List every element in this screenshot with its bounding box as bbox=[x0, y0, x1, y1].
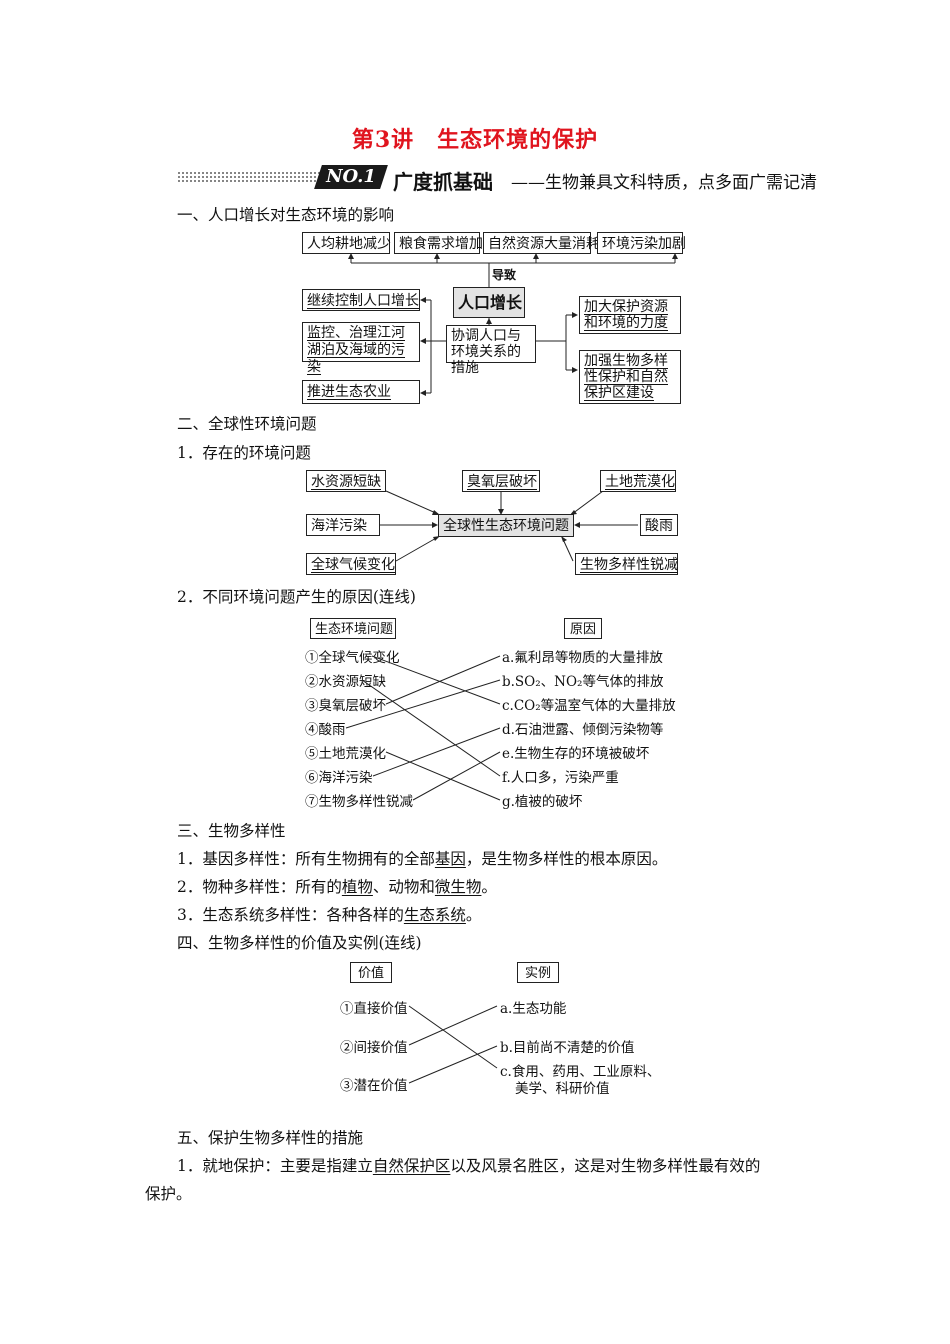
effect-box-4: 环境污染加剧 bbox=[597, 232, 686, 254]
match2-left-3: ③潜在价值 bbox=[340, 1078, 408, 1094]
species-answer-microbes: 微生物 bbox=[434, 878, 482, 896]
match1-left-5: ⑤土地荒漠化 bbox=[305, 746, 386, 762]
match1-right-e: e.生物生存的环境被破坏 bbox=[502, 746, 650, 762]
match1-left-4: ④酸雨 bbox=[305, 722, 346, 738]
match2-right-a: a.生态功能 bbox=[500, 1001, 567, 1017]
match1-right-b: b.SO₂、NO₂等气体的排放 bbox=[502, 674, 664, 690]
section-4-heading: 四、生物多样性的价值及实例(连线) bbox=[177, 934, 422, 952]
measure-left-2: 监控、治理江河湖泊及海域的污染 bbox=[302, 322, 420, 375]
match1-left-header: 生态环境问题 bbox=[310, 618, 396, 639]
match1-right-c: c.CO₂等温室气体的大量排放 bbox=[502, 698, 676, 714]
page-title: 第3讲 生态环境的保护 bbox=[351, 127, 599, 153]
section-2-heading: 二、全球性环境问题 bbox=[177, 415, 317, 433]
measure-right-1: 加大保护资源和环境的力度 bbox=[579, 296, 681, 334]
match1-left-7: ⑦生物多样性锐减 bbox=[305, 794, 413, 810]
match2-right-header: 实例 bbox=[517, 962, 559, 983]
problem-water: 水资源短缺 bbox=[306, 470, 386, 492]
problem-acid-rain: 酸雨 bbox=[640, 514, 678, 536]
measure-left-1: 继续控制人口增长 bbox=[302, 289, 420, 311]
population-growth-box: 人口增长 bbox=[453, 287, 525, 318]
gene-diversity-text-2: ，是生物多样性的根本原因。 bbox=[465, 850, 668, 868]
match1-left-2: ②水资源短缺 bbox=[305, 674, 386, 690]
match2-left-1: ①直接价值 bbox=[340, 1001, 408, 1017]
match1-right-header: 原因 bbox=[564, 618, 602, 639]
match2-right-b: b.目前尚不清楚的价值 bbox=[500, 1040, 635, 1056]
section-1-heading: 一、人口增长对生态环境的影响 bbox=[177, 206, 395, 224]
match2-right-c-cont: 美学、科研价值 bbox=[515, 1081, 610, 1097]
species-diversity-text-3: 。 bbox=[481, 878, 497, 896]
in-situ-line-2: 保护。 bbox=[145, 1185, 192, 1203]
problem-biodiversity: 生物多样性锐减 bbox=[575, 553, 678, 575]
ecosystem-diversity-line: 3．生态系统多样性：各种各样的生态系统。 bbox=[177, 903, 481, 925]
match1-left-1: ①全球气候变化 bbox=[305, 650, 400, 666]
species-diversity-text-2: 、动物和 bbox=[372, 878, 435, 896]
problem-desert: 土地荒漠化 bbox=[600, 470, 676, 492]
problem-ozone: 臭氧层破坏 bbox=[462, 470, 540, 492]
match2-left-header: 价值 bbox=[350, 962, 392, 983]
banner-dots bbox=[177, 171, 327, 183]
measures-center-box: 协调人口与环境关系的措施 bbox=[446, 325, 536, 376]
species-diversity-line: 2．物种多样性：所有的植物、动物和微生物。 bbox=[177, 875, 497, 897]
gene-diversity-line: 1．基因多样性：所有生物拥有的全部基因，是生物多样性的根本原因。 bbox=[177, 847, 667, 869]
global-problems-center: 全球性生态环境问题 bbox=[438, 514, 574, 537]
banner-main-text: 广度抓基础 bbox=[393, 170, 493, 194]
lead-to-label: 导致 bbox=[492, 268, 517, 282]
match1-right-g: g.植被的破坏 bbox=[502, 794, 583, 810]
effect-box-3: 自然资源大量消耗 bbox=[483, 232, 600, 254]
measure-right-2: 加强生物多样性保护和自然保护区建设 bbox=[579, 350, 681, 404]
gene-diversity-answer: 基因 bbox=[434, 850, 466, 868]
match1-right-f: f.人口多，污染严重 bbox=[502, 770, 619, 786]
in-situ-answer: 自然保护区 bbox=[372, 1157, 451, 1175]
in-situ-line: 1．就地保护：主要是指建立自然保护区以及风景名胜区，这是对生物多样性最有效的 bbox=[177, 1154, 760, 1176]
species-answer-plants: 植物 bbox=[341, 878, 373, 896]
section-2-sub1: 1．存在的环境问题 bbox=[177, 444, 311, 462]
match1-right-a: a.氟利昂等物质的大量排放 bbox=[502, 650, 663, 666]
ecosystem-answer: 生态系统 bbox=[403, 906, 466, 924]
section-2-sub2: 2．不同环境问题产生的原因(连线) bbox=[177, 588, 416, 606]
measure-left-3: 推进生态农业 bbox=[302, 380, 420, 404]
match1-left-3: ③臭氧层破坏 bbox=[305, 698, 386, 714]
match1-left-6: ⑥海洋污染 bbox=[305, 770, 373, 786]
in-situ-text-2: 以及风景名胜区，这是对生物多样性最有效的 bbox=[450, 1157, 761, 1175]
ecosystem-diversity-text-2: 。 bbox=[465, 906, 482, 924]
species-diversity-text-1: 2．物种多样性：所有的 bbox=[177, 878, 342, 896]
banner-sub-text: ——生物兼具文科特质，点多面广需记清 bbox=[511, 173, 817, 193]
match2-right-c: c.食用、药用、工业原料、 bbox=[500, 1064, 661, 1080]
match2-left-2: ②间接价值 bbox=[340, 1040, 408, 1056]
section-3-heading: 三、生物多样性 bbox=[177, 822, 286, 840]
section-5-heading: 五、保护生物多样性的措施 bbox=[177, 1129, 364, 1147]
ecosystem-diversity-text-1: 3．生态系统多样性：各种各样的 bbox=[177, 906, 404, 924]
in-situ-text-1: 1．就地保护：主要是指建立 bbox=[177, 1157, 373, 1175]
effect-box-2: 粮食需求增加 bbox=[394, 232, 483, 254]
gene-diversity-text-1: 1．基因多样性：所有生物拥有的全部 bbox=[177, 850, 435, 868]
effect-box-1: 人均耕地减少 bbox=[302, 232, 391, 254]
match1-right-d: d.石油泄露、倾倒污染物等 bbox=[502, 722, 664, 738]
problem-ocean: 海洋污染 bbox=[306, 514, 380, 536]
problem-climate: 全球气候变化 bbox=[306, 553, 396, 575]
